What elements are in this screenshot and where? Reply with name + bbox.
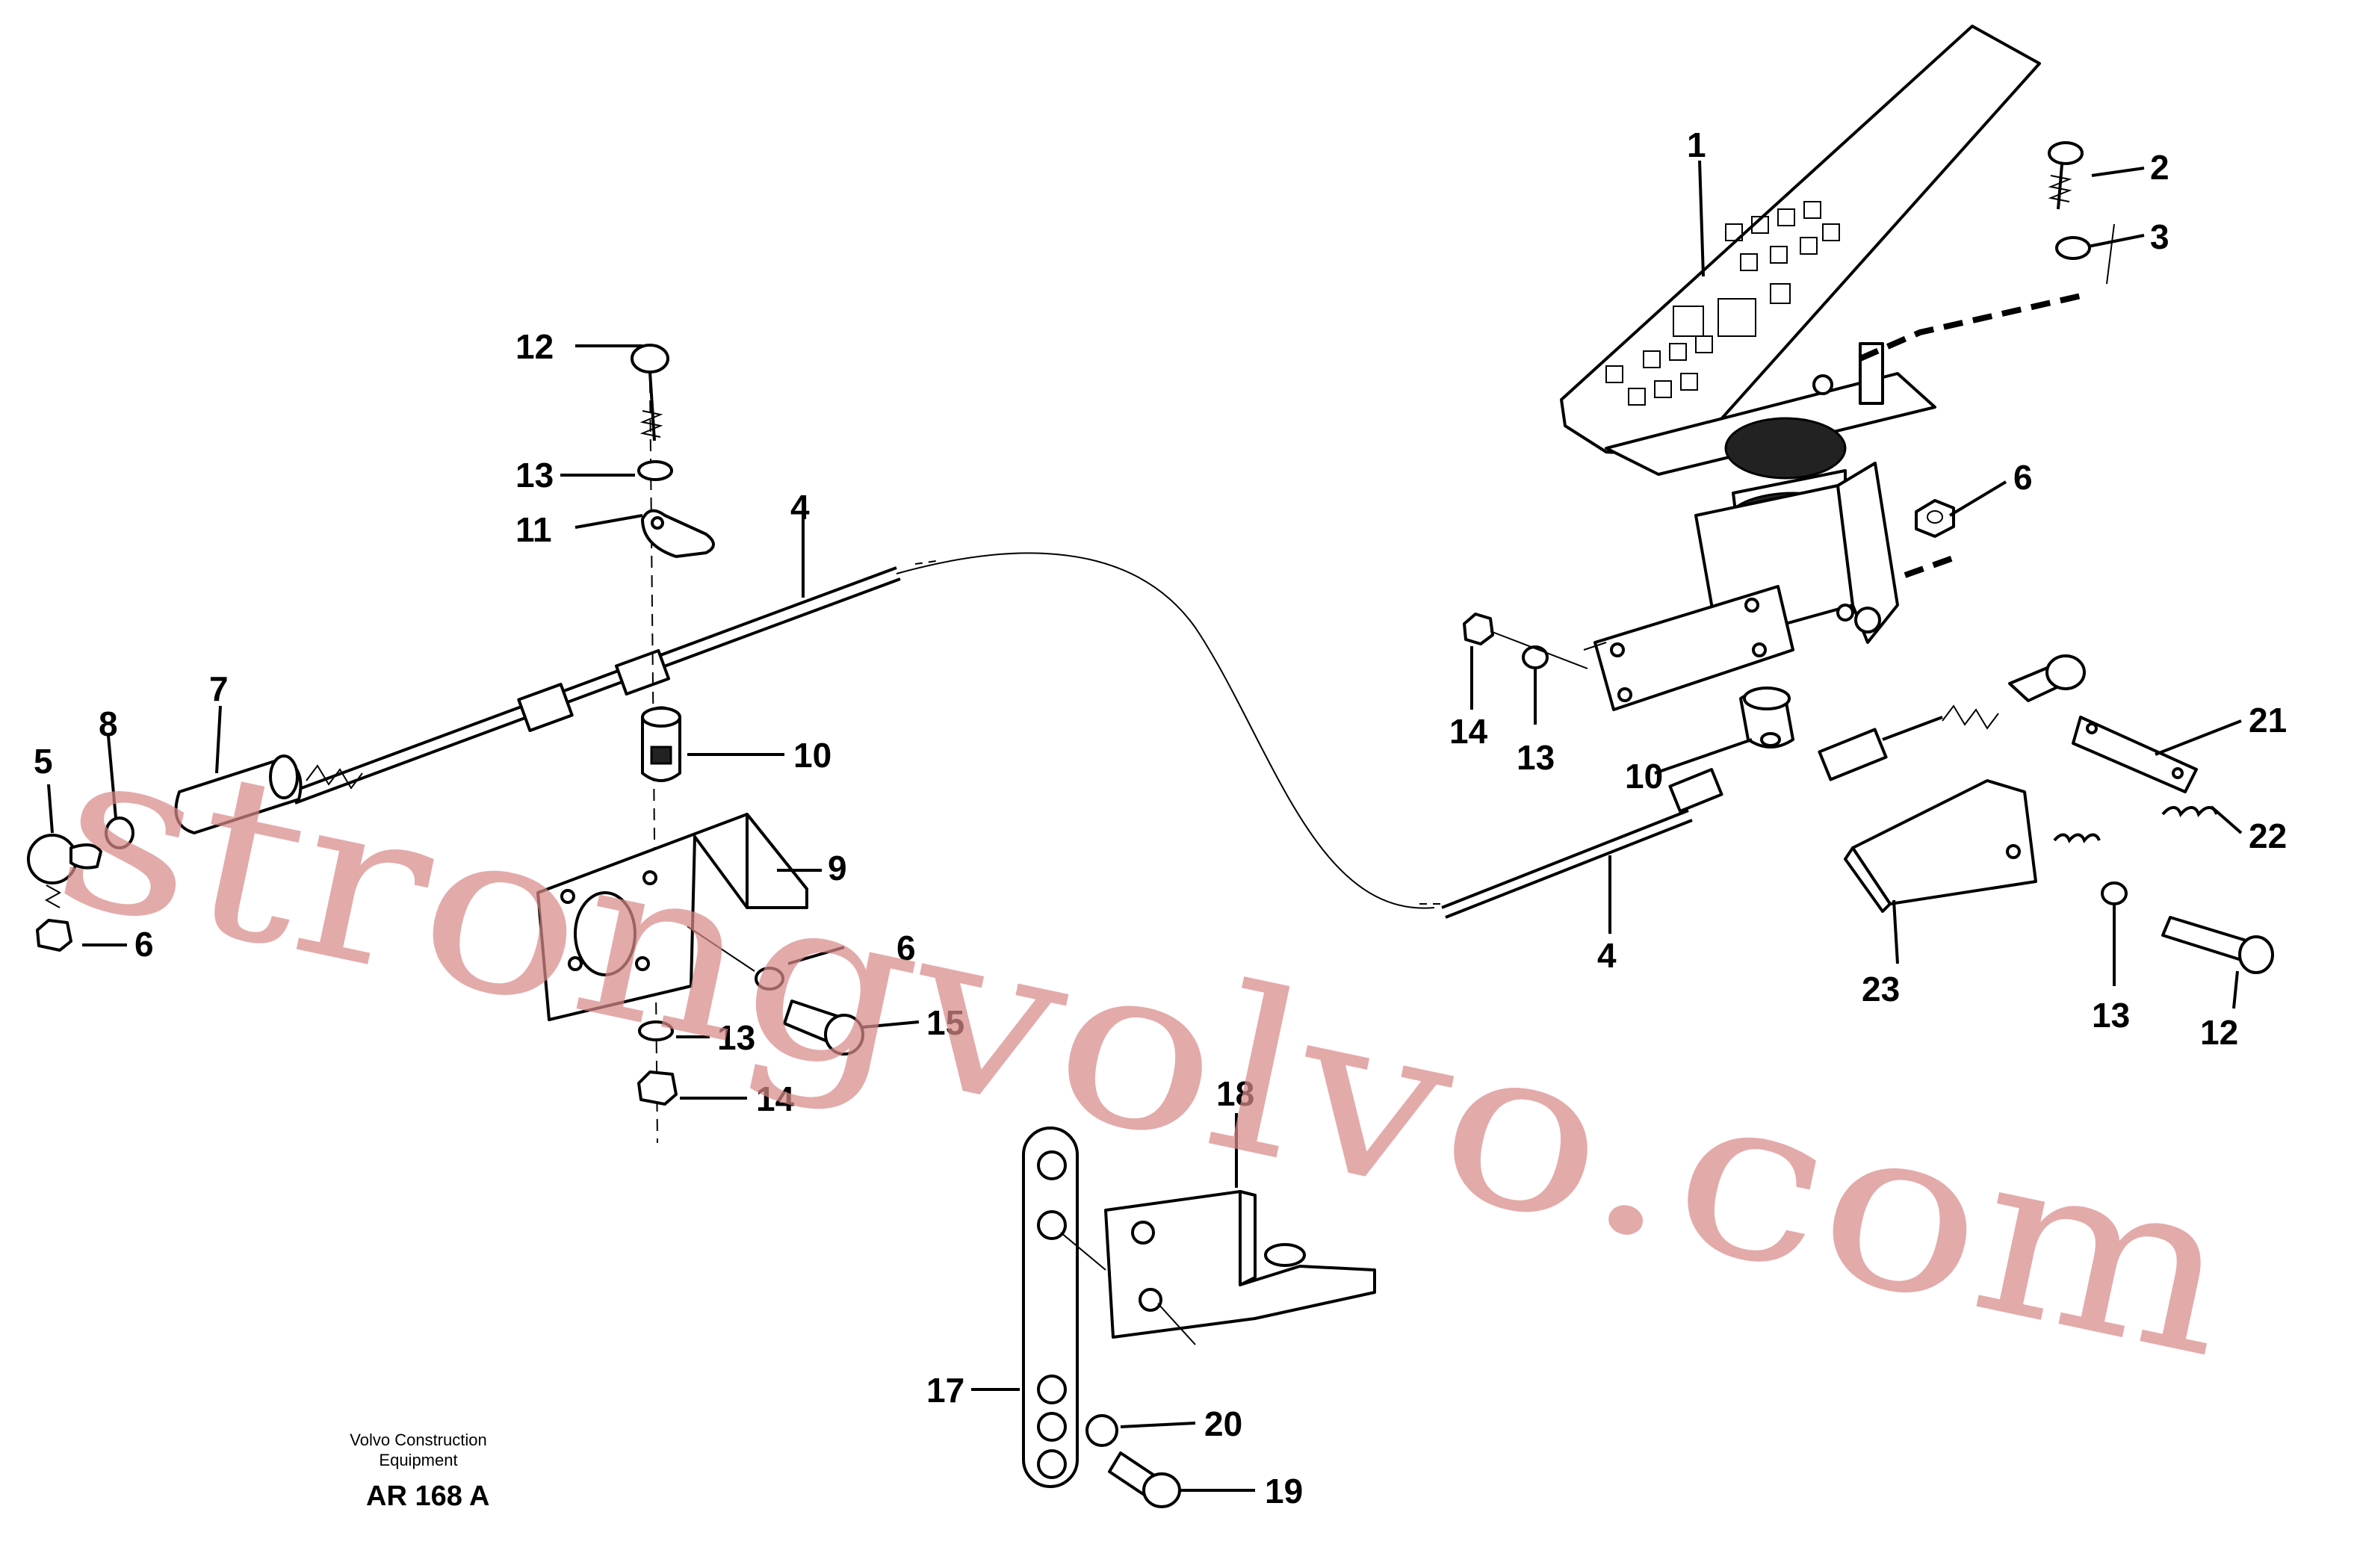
callout-4-bottom: 4 (1597, 936, 1617, 975)
callout-11: 11 (515, 510, 552, 549)
washer-16 (755, 967, 784, 991)
callout-12-right: 12 (2200, 1013, 2238, 1052)
callout-6-right: 6 (2013, 458, 2033, 497)
mounting-plate-right (1583, 585, 1794, 711)
manufacturer-caption: Volvo Construction Equipment AR 168 A (350, 1431, 489, 1512)
callout-19: 19 (1265, 1472, 1303, 1510)
figure-code: AR 168 A (366, 1481, 489, 1512)
washer-20 (1085, 1414, 1118, 1447)
callout-12-left: 12 (515, 327, 554, 366)
callout-1: 1 (1687, 125, 1706, 164)
callout-2: 2 (2150, 148, 2169, 187)
callout-8: 8 (99, 704, 118, 743)
callout-15: 15 (926, 1003, 964, 1042)
washer-13-top-left (637, 460, 673, 481)
nut-6-pedal (1915, 499, 1955, 538)
callout-5: 5 (34, 742, 53, 781)
callout-22: 22 (2249, 816, 2287, 855)
bracket-18 (1104, 1190, 1376, 1345)
bolt-19 (1108, 1451, 1181, 1508)
callout-10-right: 10 (1625, 757, 1663, 796)
cable-end-right (2008, 654, 2198, 793)
cable-clamp-10-left (641, 706, 681, 782)
callout-labels: 1 2 3 4 4 5 6 6 6 7 8 9 10 10 11 12 12 1… (34, 125, 2287, 1510)
callout-6-center: 6 (896, 929, 916, 967)
callout-23: 23 (1862, 970, 1900, 1008)
washer-13-lower-left (638, 1020, 674, 1041)
link-17 (1022, 1127, 1106, 1488)
callout-20: 20 (1204, 1404, 1242, 1443)
callout-14-right: 14 (1449, 712, 1488, 751)
plate-11 (641, 509, 715, 558)
ball-joint-5 (27, 834, 102, 908)
bolt-2 (2048, 141, 2084, 210)
assembly-axis-left (649, 380, 658, 1144)
bolt-12-left (631, 344, 669, 441)
washer-13-lower-right (2101, 881, 2128, 905)
bolt-12-right (2161, 916, 2274, 974)
callout-6-left: 6 (134, 925, 154, 964)
bracket-23 (1844, 779, 2037, 913)
nut-6-left (36, 919, 72, 952)
washer-3 (2055, 236, 2091, 260)
caption-line-2: Equipment (379, 1451, 457, 1469)
nut-14-right (1463, 613, 1494, 645)
nut-14-left (637, 1070, 678, 1106)
callout-13-lower-left: 13 (717, 1018, 755, 1057)
callout-7: 7 (209, 669, 229, 708)
callout-10-left: 10 (793, 736, 831, 775)
caption-line-1: Volvo Construction (350, 1431, 486, 1449)
leader-lines (47, 160, 2243, 1492)
callout-21: 21 (2249, 701, 2287, 740)
bracket-9 (536, 813, 808, 1021)
callout-14-left: 14 (756, 1079, 795, 1118)
callout-13-top-left: 13 (515, 456, 554, 495)
callout-4-top: 4 (790, 488, 810, 527)
callout-9: 9 (828, 849, 847, 887)
callout-3: 3 (2150, 217, 2169, 256)
callout-17: 17 (926, 1371, 964, 1410)
callout-13-lower-right: 13 (2092, 996, 2130, 1035)
cable-clamp-10-right (1739, 687, 1794, 749)
throttle-cable (291, 552, 1999, 919)
spring-22 (2053, 806, 2218, 843)
washer-13-right (1522, 645, 1549, 669)
bolt-15 (783, 1000, 864, 1056)
washer-8 (105, 816, 134, 849)
cable-end-7 (174, 754, 303, 834)
callout-13-right: 13 (1517, 738, 1555, 777)
callout-18: 18 (1216, 1074, 1254, 1113)
accelerator-pedal (1560, 25, 2115, 644)
